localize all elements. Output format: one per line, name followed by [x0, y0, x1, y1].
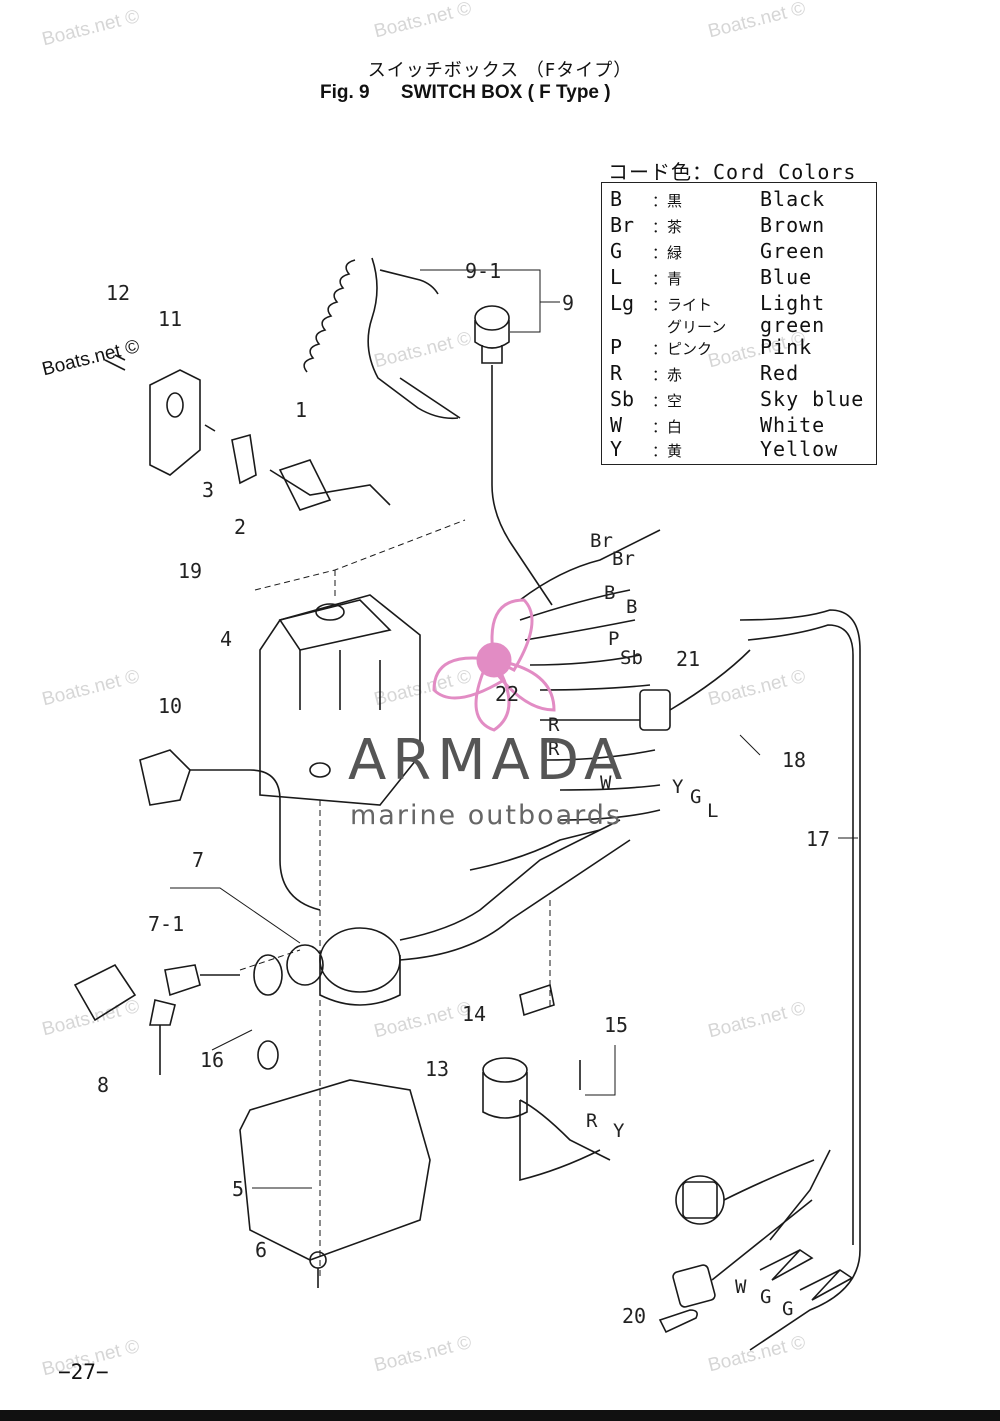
callout-11: 11	[158, 307, 183, 331]
legend-jp: ：黒	[652, 192, 683, 210]
legend-jp: ：ライト	[652, 296, 713, 314]
legend-en: Red	[760, 361, 800, 385]
callout-16: 16	[200, 1048, 225, 1072]
wire-label: W	[600, 772, 612, 794]
callout-7-1: 7-1	[148, 912, 185, 936]
legend-code: P	[610, 335, 623, 359]
legend-row: Y ：黄 Yellow	[610, 437, 872, 463]
wire-label: W	[735, 1276, 747, 1298]
wire-label: G	[782, 1298, 794, 1320]
legend-code: Y	[610, 437, 623, 461]
callout-5: 5	[232, 1177, 245, 1201]
legend-code: G	[610, 239, 623, 263]
callout-7: 7	[192, 848, 205, 872]
callout-2: 2	[234, 515, 247, 539]
legend-jp: ：空	[652, 392, 683, 410]
legend-en: Yellow	[760, 437, 839, 461]
callout-4: 4	[220, 627, 233, 651]
figure-title: SWITCH BOX ( F Type )	[400, 82, 611, 103]
page-number: −27−	[58, 1360, 109, 1384]
legend-en: green	[760, 313, 826, 337]
legend-code: W	[610, 413, 623, 437]
wire-label: G	[760, 1286, 772, 1308]
legend-row: W ：白 White	[610, 413, 872, 439]
callout-12: 12	[106, 281, 131, 305]
callout-20: 20	[622, 1304, 647, 1328]
callout-17: 17	[806, 827, 831, 851]
wire-label: R	[548, 738, 560, 760]
legend-en: White	[760, 413, 826, 437]
wire-label: Sb	[620, 647, 643, 669]
legend-code: L	[610, 265, 623, 289]
callout-21: 21	[676, 647, 701, 671]
legend-en: Sky blue	[760, 387, 865, 411]
legend-en: Light	[760, 291, 826, 315]
bottom-border	[0, 1410, 1000, 1421]
legend-jp: ：青	[652, 270, 683, 288]
legend-en: Blue	[760, 265, 813, 289]
legend-row: Br ：茶 Brown	[610, 213, 872, 239]
legend-row: P ：ピンク Pink	[610, 335, 872, 361]
wire-label: B	[604, 582, 616, 604]
legend-jp: ：黄	[652, 442, 683, 460]
wire-label: G	[690, 786, 702, 808]
wire-label: P	[608, 628, 620, 650]
legend-jp: ：茶	[652, 218, 683, 236]
wire-label: Br	[590, 530, 613, 552]
brand-name: ARMADA	[348, 728, 629, 793]
legend-jp: グリーン	[652, 318, 727, 336]
legend-jp: ：ピンク	[652, 340, 713, 358]
legend-row: L ：青 Blue	[610, 265, 872, 291]
legend-jp: ：緑	[652, 244, 683, 262]
page-title: Fig. 9 SWITCH BOX ( F Type )	[320, 82, 611, 104]
callout-1: 1	[295, 398, 308, 422]
callout-10: 10	[158, 694, 183, 718]
callout-18: 18	[782, 748, 807, 772]
wire-label: R	[586, 1110, 598, 1132]
legend-jp: ：白	[652, 418, 683, 436]
callout-15: 15	[604, 1013, 629, 1037]
legend-row: グリーン green	[610, 313, 872, 339]
legend-en: Green	[760, 239, 826, 263]
wire-label: Y	[672, 776, 684, 798]
brand-logo-propeller	[432, 598, 556, 732]
wire-label: Y	[613, 1120, 625, 1142]
callout-3: 3	[202, 478, 215, 502]
cord-colors-heading: コード色：Cord Colors	[608, 160, 857, 184]
legend-en: Black	[760, 187, 826, 211]
brand-tagline: marine outboards	[350, 800, 623, 831]
callout-22: 22	[495, 682, 520, 706]
wire-label: Br	[612, 548, 635, 570]
callout-9: 9	[562, 291, 575, 315]
callout-13: 13	[425, 1057, 450, 1081]
legend-row: G ：緑 Green	[610, 239, 872, 265]
legend-row: Lg ：ライト Light	[610, 291, 872, 317]
legend-code: B	[610, 187, 623, 211]
legend-en: Brown	[760, 213, 826, 237]
legend-row: Sb ：空 Sky blue	[610, 387, 872, 413]
legend-code: Lg	[610, 291, 635, 315]
figure-number: Fig. 9	[320, 82, 370, 103]
page-title-jp: スイッチボックス （Fタイプ）	[367, 60, 633, 81]
legend-row: R ：赤 Red	[610, 361, 872, 387]
callout-8: 8	[97, 1073, 110, 1097]
legend-row: B ：黒 Black	[610, 187, 872, 213]
legend-jp: ：赤	[652, 366, 683, 384]
wire-label: R	[548, 714, 560, 736]
callout-6: 6	[255, 1238, 268, 1262]
callout-14: 14	[462, 1002, 487, 1026]
legend-en: Pink	[760, 335, 813, 359]
cord-colors-legend: B ：黒 Black Br ：茶 Brown G ：緑 Green L ：青 Blue Lg ：ラ…	[601, 182, 877, 465]
legend-code: Sb	[610, 387, 635, 411]
callout-19: 19	[178, 559, 203, 583]
callout-9-1: 9-1	[465, 259, 502, 283]
legend-code: Br	[610, 213, 635, 237]
wire-label: B	[626, 596, 638, 618]
legend-code: R	[610, 361, 623, 385]
wire-label: L	[707, 800, 719, 822]
